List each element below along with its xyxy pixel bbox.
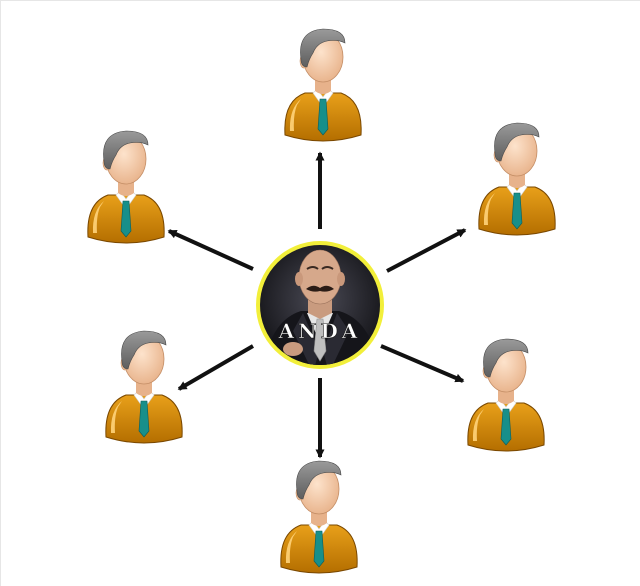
person-icon-lower-left	[105, 330, 183, 444]
person-icon-top	[284, 28, 362, 142]
person-icon-upper-left	[87, 130, 165, 244]
person-icon-bottom	[280, 460, 358, 574]
arrow-group	[167, 151, 467, 459]
arrow-to-lower-left	[177, 344, 255, 391]
center-portrait-icon	[263, 249, 379, 365]
arrow-to-lower-right	[380, 344, 465, 383]
arrow-to-upper-right	[386, 228, 467, 273]
arrow-to-upper-left	[167, 229, 254, 271]
person-icon-upper-right	[478, 122, 556, 236]
person-icon-lower-right	[467, 338, 545, 452]
center-node: ANDA	[256, 241, 384, 369]
center-label: ANDA	[278, 319, 362, 343]
